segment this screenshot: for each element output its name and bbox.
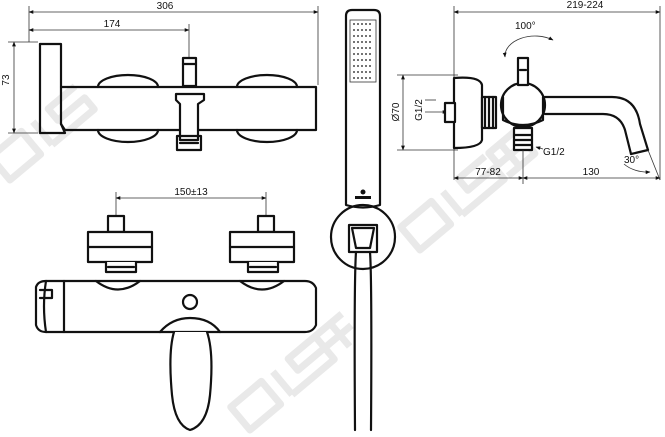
lower-view: 150±13: [34, 187, 318, 432]
spray-nozzles: [353, 23, 371, 79]
overall-width-label: 306: [157, 1, 174, 12]
hose-connection-label: G1/2: [543, 147, 565, 158]
front-view: 306 174 73: [1, 1, 319, 152]
height-label: 73: [1, 74, 12, 86]
rosette-diameter-label: Ø70: [391, 102, 402, 121]
spout-projection-label: 130: [583, 167, 600, 178]
center-distance-label: 150±13: [174, 187, 208, 198]
lever-rotation-label: 100°: [515, 21, 536, 32]
overall-depth-label: 219-224: [567, 0, 604, 11]
spout-offset-label: 174: [104, 19, 121, 30]
hand-shower-view: [329, 8, 397, 432]
brand-logo-icon: [355, 189, 371, 199]
spout-angle-label: 30°: [624, 155, 639, 166]
wall-connection-label: G1/2: [414, 99, 425, 121]
side-view: 219-224 100° Ø70 G1/2: [391, 0, 661, 184]
wall-to-center-label: 77-82: [475, 167, 501, 178]
